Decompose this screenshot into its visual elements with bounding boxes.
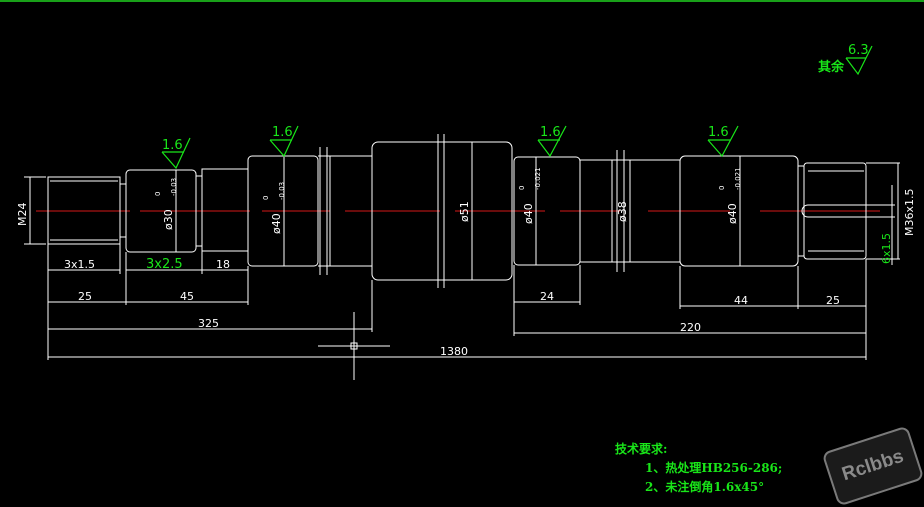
dia-m24: M24 bbox=[16, 203, 29, 227]
svg-text:1.6: 1.6 bbox=[540, 125, 561, 140]
dia-d51: ø51 bbox=[458, 201, 471, 222]
dim-25-right: 25 bbox=[826, 294, 840, 307]
tech-req-title: 技术要求: bbox=[615, 442, 668, 456]
d30-section bbox=[125, 169, 197, 253]
svg-text:0: 0 bbox=[718, 186, 726, 190]
dia-d30: ø30 bbox=[162, 209, 175, 230]
roughness-mark-other: 6.3 bbox=[845, 43, 873, 76]
tech-req-item-1: 1、热处理HB256-286; bbox=[645, 461, 783, 475]
roughness-marks: 1.6 1.6 1.6 1.6 6.3 bbox=[161, 43, 873, 170]
length-dimensions: 3x1.5 3x2.5 18 25 45 24 44 25 325 220 13… bbox=[47, 244, 867, 360]
shaft-outline bbox=[47, 134, 867, 288]
roughness-other-label: 其余 bbox=[818, 60, 845, 75]
dia-keyway: 6x1.5 bbox=[880, 233, 893, 264]
svg-text:-0.021: -0.021 bbox=[734, 167, 742, 190]
roughness-mark-3: 1.6 bbox=[537, 125, 567, 158]
d40c-section bbox=[679, 155, 799, 267]
m36-section bbox=[803, 162, 867, 260]
d40a-section bbox=[247, 155, 319, 267]
roughness-mark-4: 1.6 bbox=[707, 125, 739, 158]
svg-text:-0.03: -0.03 bbox=[278, 182, 286, 200]
dia-m36: M36x1.5 bbox=[903, 189, 916, 237]
dim-25-left: 25 bbox=[78, 290, 92, 303]
svg-text:0: 0 bbox=[262, 196, 270, 200]
dim-1380: 1380 bbox=[440, 345, 468, 358]
diameter-dimensions: M24 ø30 0 -0.03 ø40 0 -0.03 ø51 ø40 0 -0… bbox=[16, 142, 916, 280]
keyway bbox=[801, 204, 866, 218]
roughness-mark-1: 1.6 bbox=[161, 137, 191, 170]
dia-d40b: ø40 bbox=[522, 203, 535, 224]
dim-325: 325 bbox=[198, 317, 219, 330]
dia-d40c: ø40 bbox=[726, 203, 739, 224]
dim-24: 24 bbox=[540, 290, 554, 303]
dim-220: 220 bbox=[680, 321, 701, 334]
d32-section bbox=[201, 168, 249, 252]
dia-d38: ø38 bbox=[616, 201, 629, 222]
svg-text:-0.03: -0.03 bbox=[170, 178, 178, 196]
dim-45: 45 bbox=[180, 290, 194, 303]
dim-44: 44 bbox=[734, 294, 748, 307]
d51-section bbox=[371, 141, 513, 281]
svg-text:-0.021: -0.021 bbox=[534, 167, 542, 190]
dim-groove: 3x2.5 bbox=[146, 257, 183, 272]
d38-section bbox=[579, 159, 613, 263]
svg-text:0: 0 bbox=[154, 192, 162, 196]
svg-text:1.6: 1.6 bbox=[272, 125, 293, 140]
top-border-line bbox=[0, 0, 924, 2]
svg-text:1.6: 1.6 bbox=[708, 125, 729, 140]
roughness-mark-2: 1.6 bbox=[269, 125, 299, 158]
dia-d40a: ø40 bbox=[270, 213, 283, 234]
dim-relief-left: 3x1.5 bbox=[64, 258, 95, 271]
tech-req-item-2: 2、未注倒角1.6x45° bbox=[645, 480, 765, 494]
svg-text:1.6: 1.6 bbox=[162, 138, 183, 153]
technical-requirements: 技术要求: 1、热处理HB256-286; 2、未注倒角1.6x45° bbox=[615, 440, 782, 497]
dim-18: 18 bbox=[216, 258, 230, 271]
svg-text:0: 0 bbox=[518, 186, 526, 190]
crosshair-cursor bbox=[318, 312, 390, 380]
svg-text:6.3: 6.3 bbox=[848, 43, 869, 58]
